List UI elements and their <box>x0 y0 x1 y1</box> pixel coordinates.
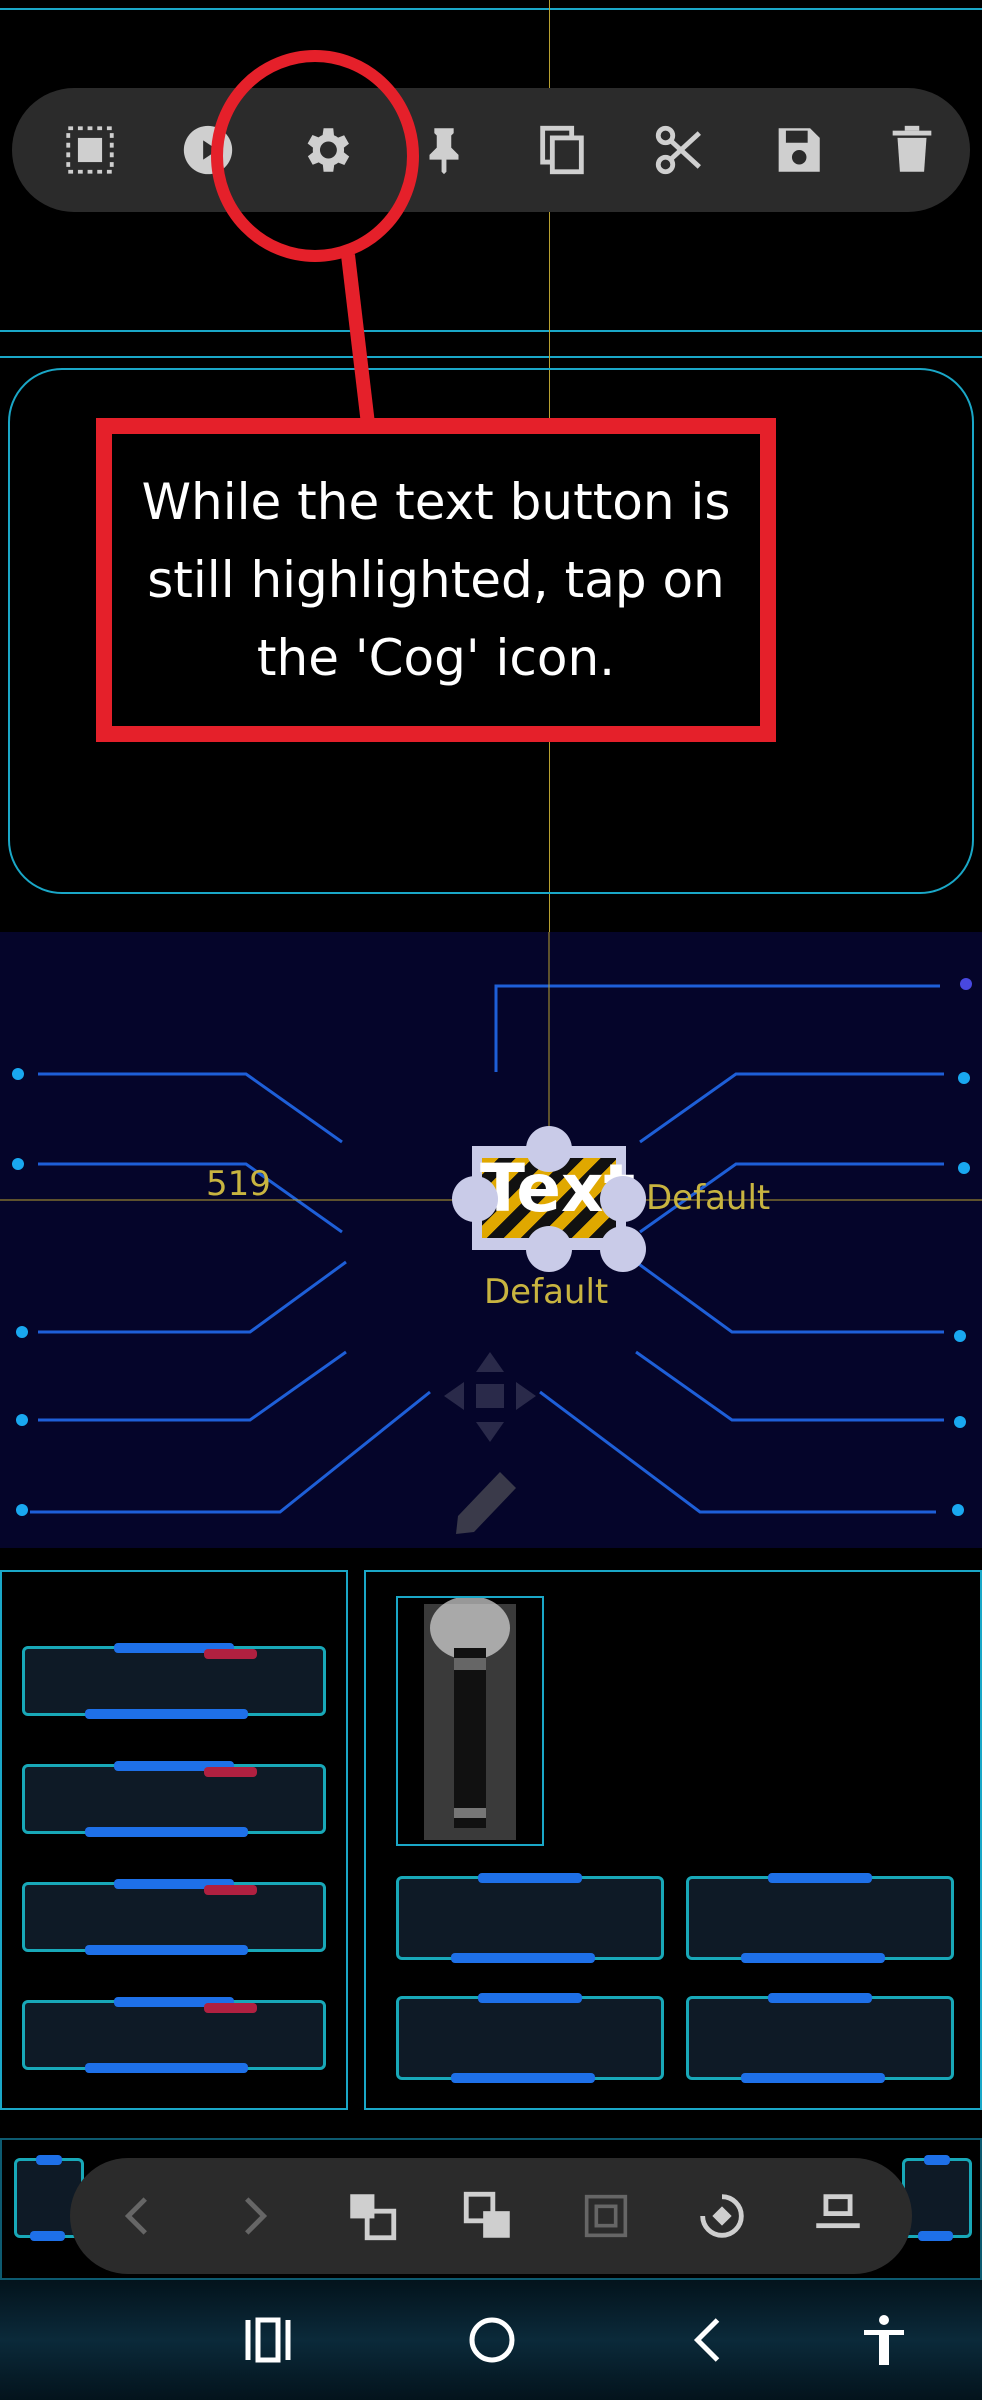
select-frame-button[interactable] <box>42 88 138 212</box>
accessibility-button[interactable] <box>824 2280 944 2400</box>
delete-button[interactable] <box>864 88 960 212</box>
asset-button-style[interactable] <box>22 1643 326 1719</box>
default-label-below: Default <box>484 1272 609 1312</box>
flashlight-thumbnail[interactable] <box>396 1596 544 1846</box>
align-icon <box>816 2194 860 2229</box>
send-backward-icon <box>463 2191 510 2238</box>
asset-button-style[interactable] <box>686 1993 954 2083</box>
resize-handle[interactable] <box>526 1226 572 1272</box>
redo-arrow-icon <box>245 2197 268 2235</box>
send-backward-button[interactable] <box>440 2154 536 2278</box>
recent-apps-icon <box>245 2317 291 2363</box>
back-button[interactable] <box>650 2280 770 2400</box>
cut-icon <box>655 125 701 175</box>
copy-button[interactable] <box>514 88 610 212</box>
default-label-right: Default <box>646 1178 771 1218</box>
asset-button-style[interactable] <box>902 2155 972 2241</box>
divider-line <box>0 356 982 358</box>
asset-button-style[interactable] <box>22 1761 326 1837</box>
home-button[interactable] <box>432 2280 552 2400</box>
asset-panel-bottom <box>0 2138 982 2280</box>
delete-icon <box>892 125 932 172</box>
resize-handle[interactable] <box>600 1176 646 1222</box>
rotate-button[interactable] <box>674 2154 770 2278</box>
copy-icon <box>540 125 584 175</box>
resize-handle[interactable] <box>452 1176 498 1222</box>
element-toolbar <box>12 88 970 212</box>
undo-arrow-icon <box>124 2197 147 2235</box>
panel-frame <box>8 368 974 894</box>
asset-button-style[interactable] <box>22 1879 326 1955</box>
cut-button[interactable] <box>632 88 728 212</box>
group-icon <box>584 2194 628 2238</box>
back-icon <box>693 2318 720 2362</box>
asset-button-style[interactable] <box>686 1873 954 1963</box>
group-button[interactable] <box>558 2154 654 2278</box>
settings-button[interactable] <box>278 88 374 212</box>
bring-forward-icon <box>350 2194 397 2241</box>
select-frame-icon <box>66 126 114 174</box>
home-icon <box>469 2317 515 2363</box>
asset-button-style[interactable] <box>396 1993 664 2083</box>
undo-button[interactable] <box>90 2154 186 2278</box>
system-nav-bar <box>0 2280 982 2400</box>
circuit-graphic <box>0 932 982 1534</box>
rotate-icon <box>700 2194 744 2238</box>
asset-button-style[interactable] <box>22 1997 326 2073</box>
divider-line <box>0 330 982 332</box>
instruction-callout: While the text button is still highlight… <box>96 418 776 742</box>
asset-panel-left <box>0 1570 348 2110</box>
instruction-text: While the text button is still highlight… <box>141 473 731 687</box>
save-icon <box>778 128 820 172</box>
accessibility-icon <box>864 2315 904 2365</box>
cog-icon <box>307 128 350 172</box>
asset-panel-right <box>364 1570 982 2110</box>
highlight-circle <box>211 50 419 425</box>
pin-icon <box>429 128 459 175</box>
recent-apps-button[interactable] <box>208 2280 328 2400</box>
resize-handle[interactable] <box>600 1226 646 1272</box>
save-button[interactable] <box>750 88 846 212</box>
asset-button-style[interactable] <box>396 1873 664 1963</box>
coordinate-readout: 519 <box>206 1164 271 1204</box>
flashlight-image <box>424 1596 516 1840</box>
bring-forward-button[interactable] <box>324 2154 420 2278</box>
pin-button[interactable] <box>396 88 492 212</box>
arrange-toolbar <box>70 2158 912 2274</box>
align-button[interactable] <box>790 2154 886 2278</box>
redo-button[interactable] <box>206 2154 302 2278</box>
top-border-line <box>0 8 982 10</box>
resize-handle[interactable] <box>526 1126 572 1172</box>
